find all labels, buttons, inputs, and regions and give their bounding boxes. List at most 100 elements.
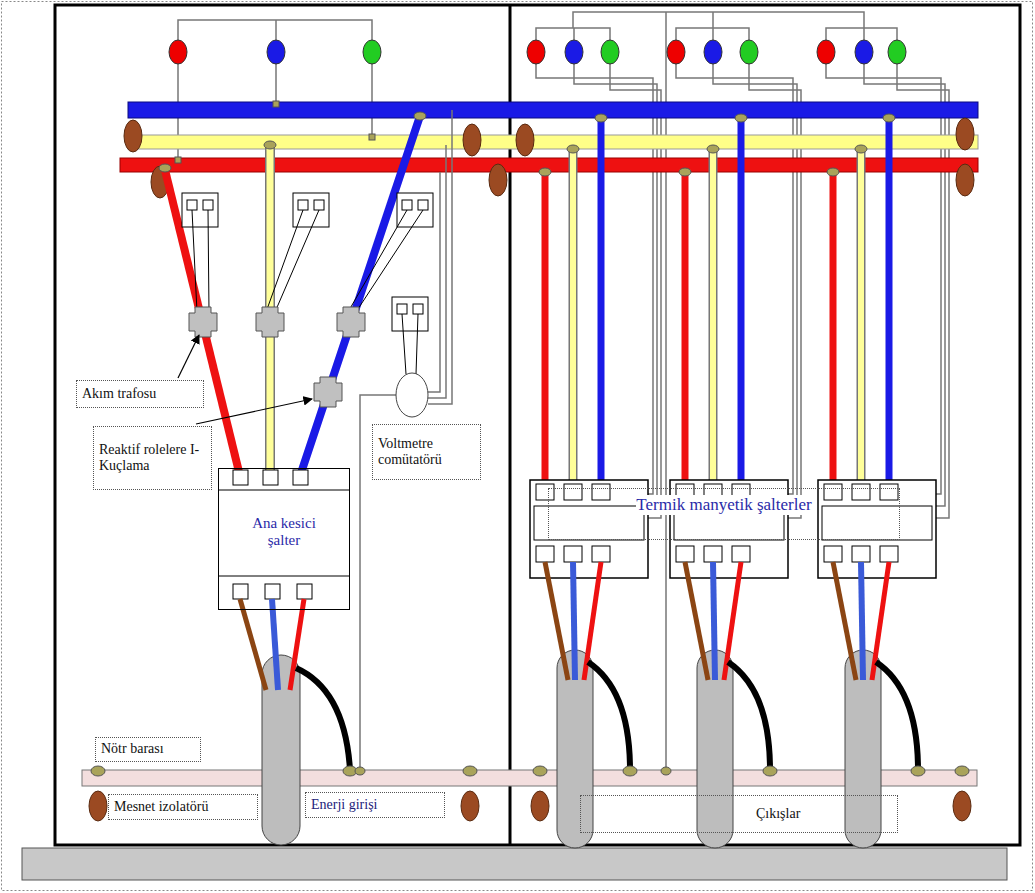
phase-wire: [569, 149, 578, 486]
cable-core: [272, 599, 278, 690]
label-text: Nötr barası: [101, 741, 164, 757]
lamp: [817, 40, 835, 64]
cable-core: [833, 562, 856, 680]
terminal-dot: [883, 114, 895, 122]
busbar-yellow: [128, 135, 978, 149]
current-transformer: [314, 377, 342, 407]
phase-wire: [738, 118, 745, 486]
incoming-cable: [262, 655, 300, 845]
terminal-dot: [707, 145, 719, 153]
signal-wires: [192, 210, 423, 374]
callout-label: Nötr barası: [95, 737, 201, 762]
terminal-dot: [595, 114, 607, 122]
wire: [826, 64, 949, 518]
insulator: [461, 791, 479, 821]
current-transformer: [256, 307, 284, 337]
terminal: [824, 546, 842, 562]
callout-label: Enerji girişi: [305, 792, 445, 818]
screw: [355, 767, 365, 775]
base-plate: [22, 848, 1007, 880]
callout-label: Voltmetre comütatörü: [372, 424, 481, 480]
label-text: Akım trafosu: [82, 386, 156, 402]
label-text: Mesnet izolatörü: [114, 799, 208, 815]
insulator: [463, 124, 481, 156]
terminal-dot: [567, 145, 579, 153]
lamp: [363, 40, 381, 64]
terminal: [297, 584, 312, 599]
phase-wire: [682, 172, 689, 486]
voltmeter-commutator: [396, 373, 428, 417]
terminal-dot: [855, 145, 867, 153]
screw: [661, 767, 671, 775]
cable-core: [545, 562, 568, 680]
wire: [676, 64, 801, 518]
breaker-divider: [218, 490, 350, 576]
phase-wire: [598, 118, 605, 486]
wire: [536, 64, 661, 518]
terminal: [704, 546, 722, 562]
cable-core: [861, 562, 863, 680]
outgoing-feeder: [530, 114, 648, 848]
outgoing-feeder: [670, 114, 788, 848]
label-text: Çıkışlar: [756, 806, 800, 822]
neutral-bar: [82, 770, 977, 786]
phase-wire: [710, 150, 716, 486]
label-text: Enerji girişi: [311, 797, 378, 813]
label-text: Ana kesici şalter: [241, 515, 327, 550]
terminal: [852, 484, 870, 500]
terminal: [824, 484, 842, 500]
insulator: [953, 791, 971, 821]
wire: [536, 28, 897, 40]
phase-wire: [858, 150, 864, 486]
lamp: [704, 40, 722, 64]
insulator: [956, 164, 974, 196]
phase-wire: [165, 170, 240, 476]
terminal: [880, 484, 898, 500]
lamp: [855, 40, 873, 64]
terminal: [880, 546, 898, 562]
screw: [955, 766, 969, 776]
terminal: [233, 470, 248, 485]
terminal: [397, 304, 407, 314]
terminal: [413, 304, 423, 314]
terminal-dot: [273, 101, 279, 107]
leader-arrow: [196, 399, 312, 424]
breaker-body: [534, 506, 644, 540]
callout-label: Akım trafosu: [76, 380, 204, 408]
callout-label: Çıkışlar: [580, 795, 898, 833]
cable-core: [685, 562, 708, 680]
terminal: [676, 546, 694, 562]
terminal: [187, 200, 197, 210]
neutral-core: [728, 662, 770, 770]
terminal-dot: [539, 168, 551, 176]
main-breaker-box: Ana kesici şalter: [218, 468, 350, 610]
phase-wire: [886, 118, 893, 486]
neutral-core: [296, 668, 350, 770]
insulator: [489, 164, 507, 196]
terminal-box: [392, 297, 428, 331]
terminal: [536, 546, 554, 562]
current-transformer: [337, 307, 365, 337]
terminal-dot: [735, 114, 747, 122]
insulator: [89, 791, 107, 821]
lamp-wiring: [178, 12, 949, 770]
lamp: [667, 40, 685, 64]
terminal-dot: [159, 164, 171, 172]
terminal-dot: [827, 168, 839, 176]
indicator-lamps: [169, 40, 906, 64]
terminal: [203, 200, 213, 210]
cable-core: [573, 562, 575, 680]
terminal-box: [182, 193, 218, 227]
terminal: [265, 584, 280, 599]
insulator: [124, 120, 142, 152]
terminal: [402, 200, 412, 210]
phase-wire: [570, 150, 576, 486]
current-transformer: [189, 307, 217, 337]
current-transformers: [189, 307, 365, 407]
callout-label: Reaktif rolelere I-Kuçlama: [93, 426, 212, 490]
terminal: [536, 484, 554, 500]
terminal: [233, 584, 248, 599]
label-text: Termik manyetik şalterler: [636, 495, 811, 515]
